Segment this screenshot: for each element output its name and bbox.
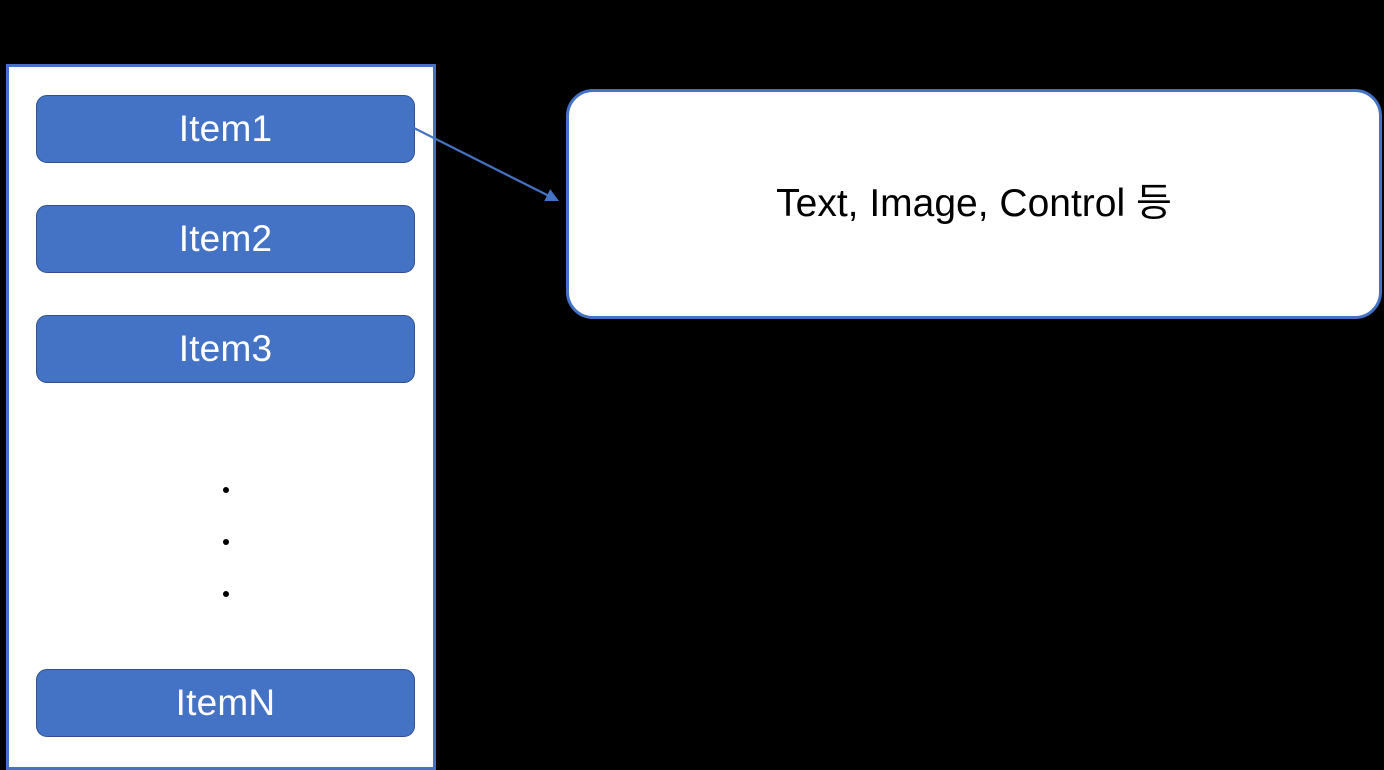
list-item-3[interactable]: Item3 (36, 315, 415, 383)
dot-icon (223, 487, 229, 493)
list-item-label: Item1 (178, 107, 273, 149)
list-item-label: Item2 (178, 217, 273, 259)
dot-icon (223, 591, 229, 597)
list-item-label: Item3 (178, 327, 273, 369)
detail-content-panel[interactable]: Text, Image, Control 등 (566, 89, 1382, 319)
list-item-2[interactable]: Item2 (36, 205, 415, 273)
list-item-1[interactable]: Item1 (36, 95, 415, 163)
dot-icon (223, 539, 229, 545)
list-item-n[interactable]: ItemN (36, 669, 415, 737)
detail-content-text: Text, Image, Control 등 (776, 181, 1172, 225)
item-list-panel: Item1 Item2 Item3 ItemN (6, 64, 436, 770)
list-ellipsis (9, 487, 439, 597)
list-item-label: ItemN (175, 681, 276, 723)
